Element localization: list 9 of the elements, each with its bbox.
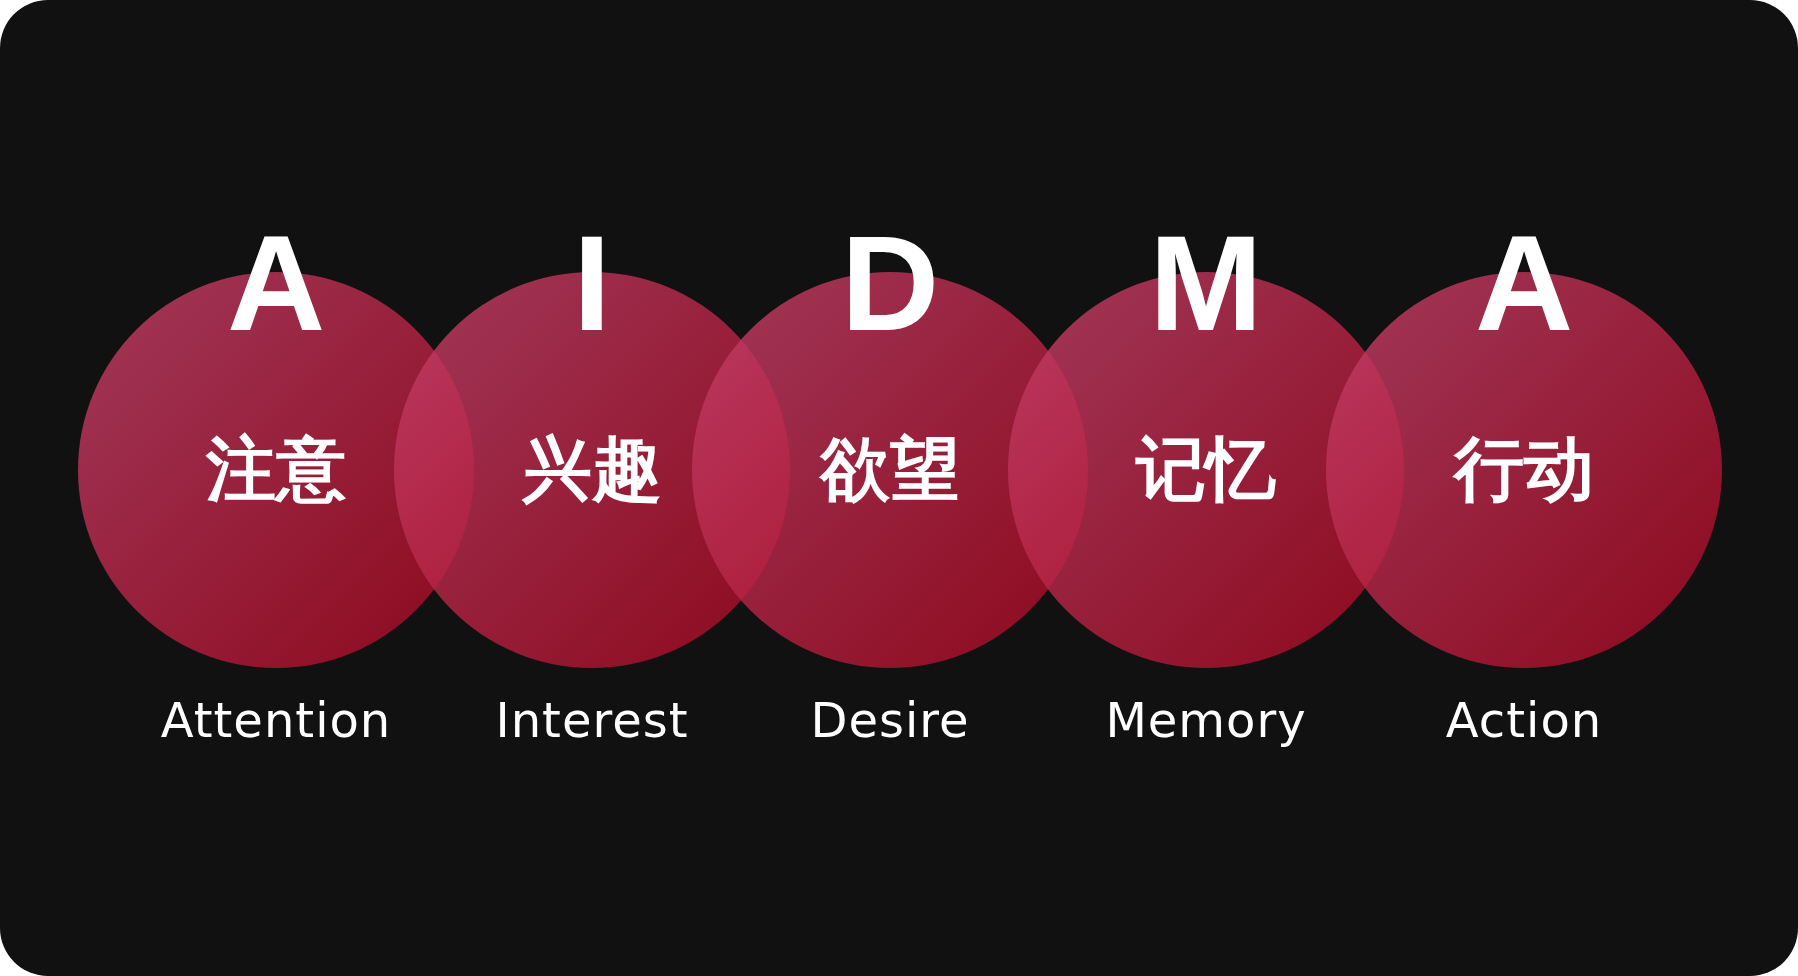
stage-caption: Attention: [160, 696, 392, 744]
stage-caption: Action: [1445, 696, 1603, 744]
stage-name: 注意: [206, 434, 346, 504]
stage-name: 记忆: [1136, 434, 1276, 504]
stage-name: 欲望: [820, 434, 960, 504]
stage-caption: Interest: [495, 696, 689, 744]
stage-name: 行动: [1454, 434, 1594, 504]
stage-name: 兴趣: [522, 434, 662, 504]
stage-caption: Desire: [810, 696, 970, 744]
